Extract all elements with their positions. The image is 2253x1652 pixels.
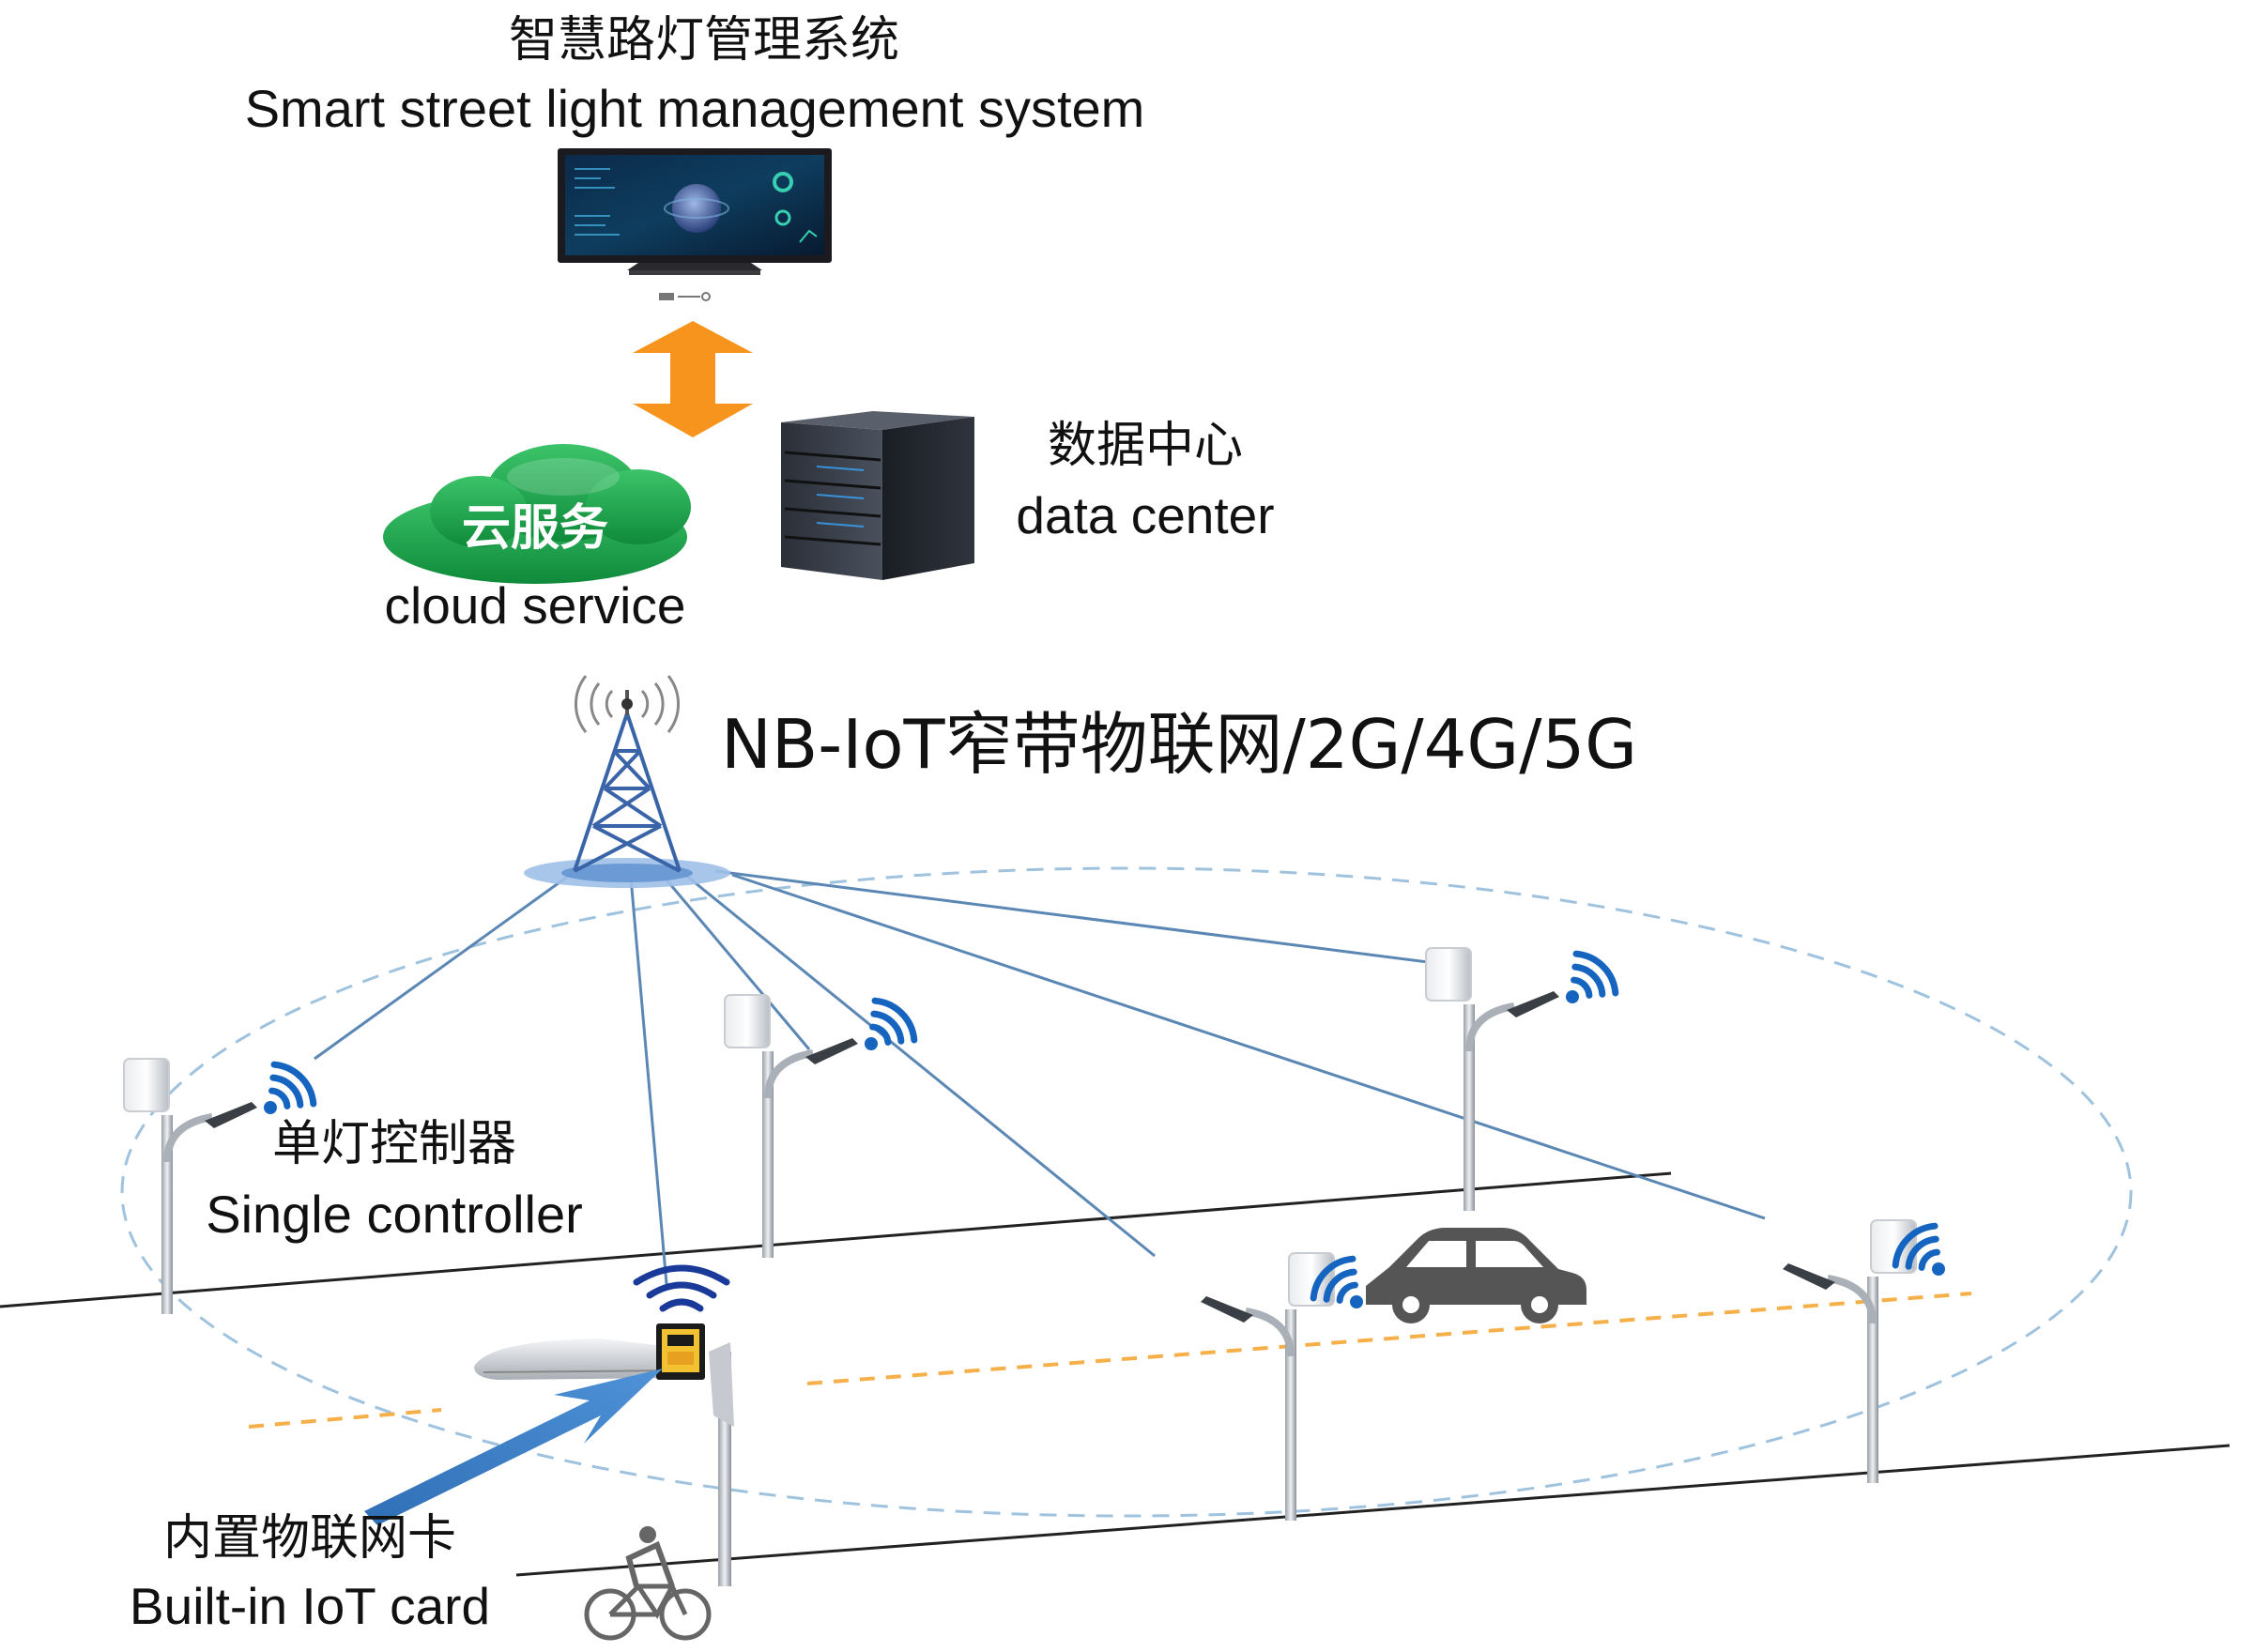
- system-title-zh: 智慧路灯管理系统: [508, 12, 899, 69]
- road-edge-lower: [515, 1444, 2230, 1577]
- wifi-signal-icon: [1566, 950, 1619, 1003]
- network-links: [314, 869, 1766, 1285]
- car-icon: [1366, 1228, 1586, 1323]
- wifi-signal-icon: [264, 1061, 317, 1114]
- street-lamp-5: [1783, 1219, 1945, 1483]
- street-lamp-2: [724, 994, 918, 1258]
- iot-card-label-en: Built-in IoT card: [129, 1577, 491, 1635]
- street-lamps: [123, 947, 1945, 1521]
- server-icon: [781, 411, 974, 580]
- street-lamp-4: [1201, 1252, 1363, 1521]
- cloud-icon: [383, 444, 691, 584]
- iot-card-signal-icon: [633, 1264, 730, 1312]
- cloud-service-label: cloud service: [384, 576, 686, 635]
- iot-card-label-zh: 内置物联网卡: [162, 1510, 456, 1567]
- system-title-en: Smart street light management system: [244, 79, 1145, 138]
- wifi-signal-icon: [1310, 1255, 1363, 1308]
- wifi-signal-icon: [865, 997, 918, 1050]
- double-arrow-icon: [633, 321, 753, 437]
- data-center-label-zh: 数据中心: [1047, 418, 1243, 474]
- cell-tower-icon: [524, 675, 730, 888]
- street-lamp-1: [123, 1058, 317, 1314]
- coverage-ellipse: [120, 866, 2133, 1518]
- street-lamp-3: [1425, 947, 1619, 1211]
- data-center-label-en: data center: [1016, 486, 1275, 544]
- lane-divider: [248, 1408, 442, 1429]
- monitor-icon: [558, 148, 832, 301]
- iot-card-icon: [656, 1323, 705, 1380]
- network-label: NB-IoT窄带物联网/2G/4G/5G: [721, 705, 1638, 784]
- pointer-arrow-icon: [364, 1369, 663, 1525]
- iot-lamp-fixture: [474, 1338, 734, 1586]
- lane-divider-2: [806, 1292, 1972, 1385]
- single-controller-label-en: Single controller: [206, 1185, 583, 1244]
- cloud-badge: 云服务: [462, 500, 608, 557]
- road-edge-upper: [0, 1171, 1672, 1308]
- single-controller-label-zh: 单灯控制器: [271, 1116, 516, 1172]
- bicycle-icon: [584, 1526, 712, 1641]
- wifi-signal-icon: [1892, 1222, 1945, 1276]
